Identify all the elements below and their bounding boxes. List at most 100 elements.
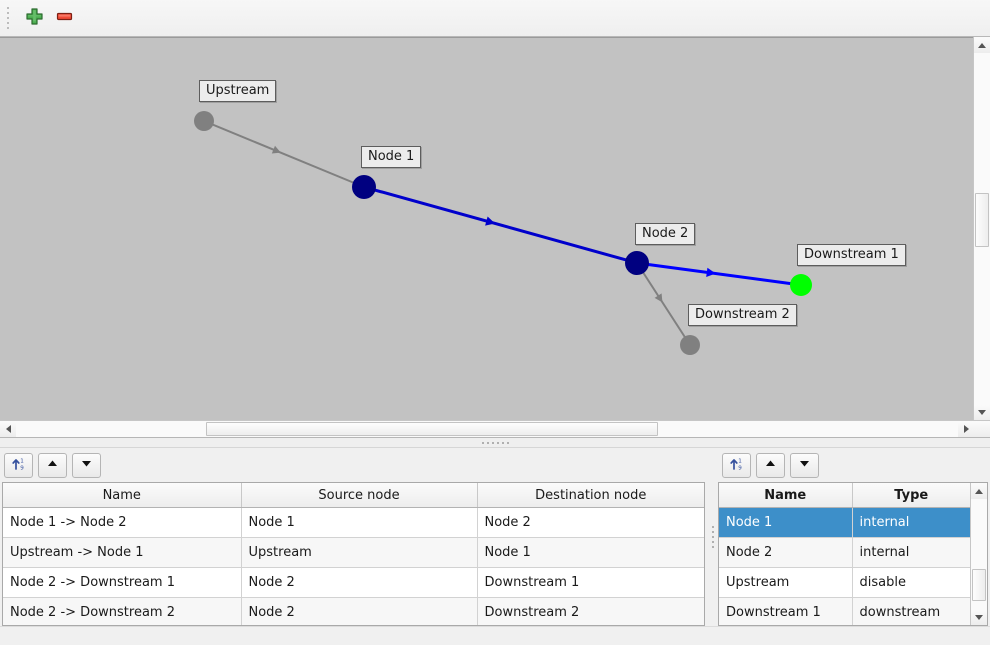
- graph-node-label-downstream2[interactable]: Downstream 2: [688, 304, 797, 326]
- canvas-vscroll-track[interactable]: [974, 53, 990, 404]
- edges-header-row: Name Source node Destination node: [3, 483, 704, 508]
- edges-col-destination[interactable]: Destination node: [477, 483, 704, 508]
- graph-node-label-node1[interactable]: Node 1: [361, 146, 422, 168]
- graph-node-downstream1[interactable]: [790, 274, 812, 296]
- nodes-col-type[interactable]: Type: [852, 483, 970, 508]
- edges-table: Name Source node Destination node Node 1…: [3, 483, 704, 625]
- graph-node-node2[interactable]: [625, 251, 649, 275]
- canvas-vscroll-thumb[interactable]: [975, 193, 989, 247]
- nodes-move-down-button[interactable]: [790, 452, 819, 478]
- canvas-hscroll-track[interactable]: [16, 421, 958, 437]
- graph-edge-arrow-node1-node2: [485, 216, 496, 226]
- main-toolbar: [0, 0, 990, 37]
- node-name: Node 1: [719, 507, 853, 538]
- nodes-vscroll-thumb[interactable]: [972, 569, 986, 601]
- edges-col-source[interactable]: Source node: [241, 483, 478, 508]
- svg-text:9: 9: [20, 465, 24, 471]
- remove-button[interactable]: [49, 3, 79, 33]
- arrow-up-icon: [45, 456, 60, 474]
- scroll-up-arrow-icon[interactable]: [971, 483, 987, 499]
- arrow-up-icon: [763, 456, 778, 474]
- graph-edge-arrow-upstream-node1: [271, 145, 281, 154]
- scroll-left-arrow-icon[interactable]: [0, 421, 16, 437]
- edge-name: Node 2 -> Downstream 1: [3, 567, 242, 598]
- nodes-pane: 1 9: [718, 448, 990, 626]
- canvas-hscroll-thumb[interactable]: [206, 422, 658, 436]
- graph-edge-node1-node2[interactable]: [363, 185, 638, 265]
- node-name: Downstream 1: [719, 597, 853, 625]
- graph-node-label-node2[interactable]: Node 2: [635, 223, 696, 245]
- svg-text:1: 1: [20, 458, 24, 464]
- edges-pane-toolbar: 1 9: [0, 448, 707, 482]
- minus-icon: [55, 7, 74, 29]
- bottom-panes: 1 9: [0, 448, 990, 626]
- vertical-splitter[interactable]: [707, 448, 718, 626]
- nodes-sort-button[interactable]: 1 9: [722, 452, 751, 478]
- edge-destination: Downstream 1: [477, 567, 704, 598]
- edges-sort-button[interactable]: 1 9: [4, 452, 33, 478]
- graph-edge-arrow-node2-downstream1: [706, 267, 716, 278]
- canvas-scroll-corner: [974, 421, 990, 437]
- graph-node-upstream[interactable]: [194, 111, 214, 131]
- edges-col-name[interactable]: Name: [3, 483, 242, 508]
- graph-edge-node2-downstream2[interactable]: [636, 262, 691, 346]
- arrow-down-icon: [79, 456, 94, 474]
- sort-ascending-icon: 1 9: [728, 455, 745, 475]
- edge-destination: Downstream 2: [477, 597, 704, 625]
- edge-source: Node 2: [241, 597, 478, 625]
- svg-text:9: 9: [738, 465, 742, 471]
- nodes-table-vertical-scrollbar[interactable]: [970, 483, 987, 625]
- canvas-horizontal-scrollbar[interactable]: [0, 420, 990, 437]
- scroll-down-arrow-icon[interactable]: [974, 404, 990, 420]
- edges-move-up-button[interactable]: [38, 452, 67, 478]
- node-type: internal: [852, 537, 970, 568]
- edges-table-scroll[interactable]: Name Source node Destination node Node 1…: [3, 483, 704, 625]
- add-button[interactable]: [19, 3, 49, 33]
- horizontal-splitter[interactable]: [0, 437, 990, 448]
- arrow-down-icon: [797, 456, 812, 474]
- graph-node-downstream2[interactable]: [680, 335, 700, 355]
- graph-svg: [194, 111, 812, 355]
- node-name: Node 2: [719, 537, 853, 568]
- toolbar-drag-handle[interactable]: [3, 5, 13, 31]
- graph-node-label-downstream1[interactable]: Downstream 1: [797, 244, 906, 266]
- scroll-right-arrow-icon[interactable]: [958, 421, 974, 437]
- nodes-pane-toolbar: 1 9: [718, 448, 990, 482]
- edge-source: Node 2: [241, 567, 478, 598]
- canvas-vertical-scrollbar[interactable]: [973, 37, 990, 420]
- graph-node-node1[interactable]: [352, 175, 376, 199]
- graph-edge-upstream-node1[interactable]: [203, 120, 365, 188]
- sort-ascending-icon: 1 9: [10, 455, 27, 475]
- nodes-table-head: Name Type: [719, 483, 970, 508]
- status-bar: [0, 626, 990, 645]
- nodes-header-row: Name Type: [719, 483, 970, 508]
- graph-edge-node2-downstream1[interactable]: [636, 261, 802, 287]
- edge-destination: Node 1: [477, 537, 704, 568]
- scroll-down-arrow-icon[interactable]: [971, 609, 987, 625]
- edges-move-down-button[interactable]: [72, 452, 101, 478]
- nodes-vscroll-track[interactable]: [971, 499, 987, 609]
- graph-node-label-upstream[interactable]: Upstream: [199, 80, 277, 102]
- edges-pane: 1 9: [0, 448, 707, 626]
- edge-source: Node 1: [241, 507, 478, 538]
- scroll-up-arrow-icon[interactable]: [974, 37, 990, 53]
- nodes-col-name[interactable]: Name: [719, 483, 853, 508]
- edges-table-container: Name Source node Destination node Node 1…: [2, 482, 705, 626]
- nodes-move-up-button[interactable]: [756, 452, 785, 478]
- plus-icon: [25, 7, 44, 29]
